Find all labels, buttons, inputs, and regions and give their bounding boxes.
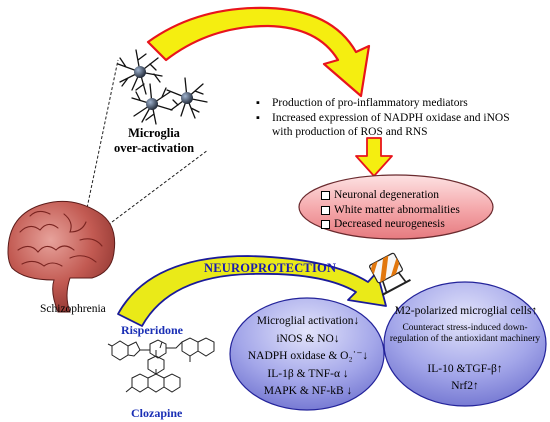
m2-description: Counteract stress-induced down-regulatio…	[389, 323, 541, 344]
molecule-icon	[107, 337, 215, 362]
list-item: Nrf2↑	[451, 380, 479, 392]
neuroprotection-title: NEUROPROTECTION	[204, 261, 337, 275]
microglia-label-line1: Microglia	[128, 126, 180, 140]
neuroprotection-arrow	[117, 255, 387, 327]
schizophrenia-label: Schizophrenia	[40, 303, 106, 315]
list-item: MAPK & NF-kB ↓	[263, 385, 353, 397]
list-item: iNOS & NO↓	[276, 332, 340, 345]
molecule-icon	[125, 341, 181, 393]
top-curved-arrow	[146, 6, 371, 98]
inhibition-effects: Microglial activation↓ iNOS & NO↓ NADPH …	[238, 313, 378, 401]
mediator-list: Production of pro-inflammatory mediators…	[254, 96, 524, 140]
consequence-list: Neuronal degeneration White matter abnor…	[320, 188, 490, 232]
list-item: IL-10 &TGF-β↑	[427, 363, 503, 375]
risperidone-label: Risperidone	[121, 323, 184, 337]
list-item: Decreased neurogenesis	[320, 217, 490, 232]
neuron-icon	[117, 49, 208, 125]
shield-icon	[369, 252, 411, 296]
list-item: Neuronal degeneration	[320, 188, 490, 203]
list-item: NADPH oxidase & O₂˙⁻↓	[247, 350, 369, 362]
inhibition-ellipse	[229, 297, 385, 411]
down-arrow	[355, 137, 393, 177]
list-item: Production of pro-inflammatory mediators	[254, 96, 524, 110]
brain-icon	[7, 200, 116, 313]
clozapine-label: Clozapine	[131, 406, 183, 420]
promotion-effects: IL-10 &TGF-β↑ Nrf2↑	[386, 361, 544, 395]
microglia-label-line2: over-activation	[113, 141, 195, 155]
list-item: Microglial activation↓	[256, 315, 360, 327]
promotion-ellipse	[383, 281, 547, 407]
list-item: White matter abnormalities	[320, 203, 490, 218]
consequences-ellipse	[298, 174, 494, 240]
microglia-label: Microglia over-activation	[102, 126, 206, 156]
list-item: IL-1β & TNF-α ↓	[267, 367, 349, 380]
list-item: Increased expression of NADPH oxidase an…	[254, 111, 524, 139]
m2-heading: M2-polarized microglial cells↑	[394, 305, 538, 317]
